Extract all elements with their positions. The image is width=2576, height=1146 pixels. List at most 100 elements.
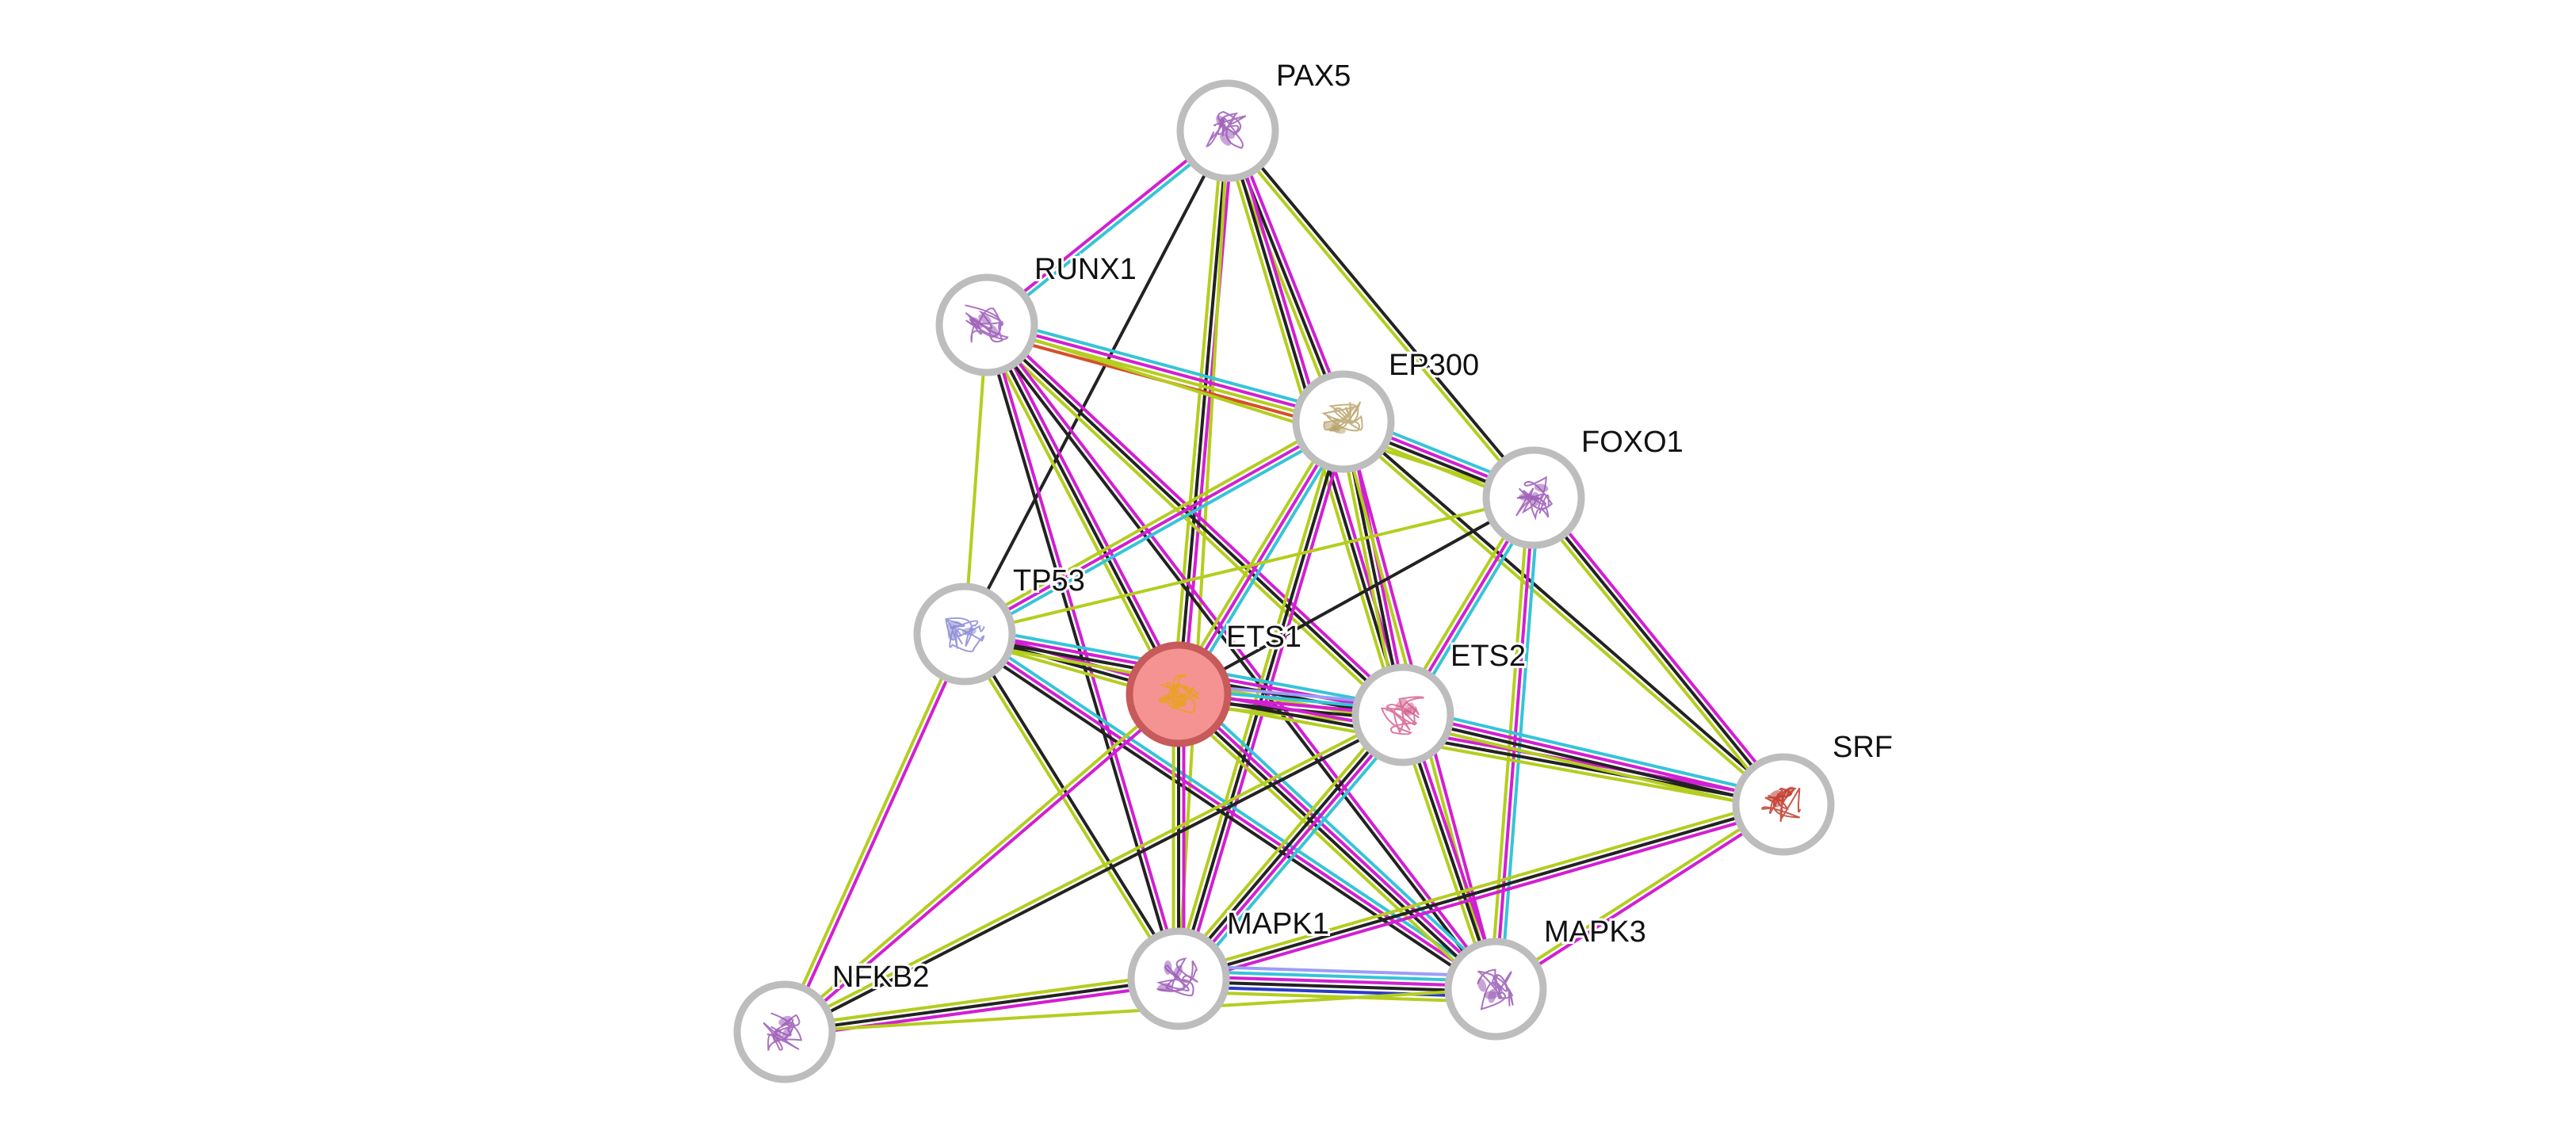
edge-tp53-nfkb2[interactable] [781, 631, 969, 1035]
edge-foxo1-srf[interactable] [1527, 492, 1790, 810]
edge-line-textmining [1175, 697, 1784, 812]
node-label-mapk1: MAPK1 [1227, 907, 1329, 941]
edge-line-coexpression [963, 129, 1229, 636]
edge-line-database [987, 131, 1232, 329]
protein-structure-icon [1321, 401, 1363, 434]
node-label-ep300: EP300 [1389, 349, 1479, 382]
node-mapk1[interactable]: MAPK1 [1127, 905, 1332, 1030]
edge-ets1-nfkb2[interactable] [781, 690, 1183, 1036]
edge-foxo1-ets1[interactable] [1177, 496, 1535, 696]
edge-line-experiments [1401, 710, 1786, 804]
edge-line-cooccurrence [1176, 984, 1497, 999]
edge-ets2-srf[interactable] [1399, 705, 1787, 814]
edge-line-experiments [987, 322, 1500, 990]
edge-line-textmining [781, 631, 965, 1033]
node-label-tp53: TP53 [1013, 564, 1085, 598]
edge-ep300-srf[interactable] [1340, 418, 1787, 808]
node-label-mapk3: MAPK3 [1544, 915, 1646, 949]
edge-line-textmining [963, 323, 988, 636]
node-ets2[interactable]: ETS2 [1351, 637, 1528, 766]
edge-line-coexpression [1532, 496, 1785, 806]
edge-pax5-ets1[interactable] [1171, 128, 1235, 697]
edge-line-coexpression [1228, 127, 1538, 498]
edge-line-textmining [1171, 128, 1225, 696]
edge-line-coexpression [783, 977, 1180, 1033]
edge-line-textmining [1399, 720, 1783, 814]
edge-runx1-ets2[interactable] [981, 319, 1408, 720]
node-srf[interactable]: SRF [1732, 728, 1895, 856]
edge-srf-mapk3[interactable] [1492, 800, 1787, 993]
edge-line-textmining [960, 415, 1343, 632]
edge-line-experiments [1536, 492, 1790, 803]
edge-pax5-mapk1[interactable] [1177, 129, 1229, 980]
edge-line-textmining [1176, 990, 1497, 1004]
edge-line-coexpression [1177, 496, 1535, 696]
edge-line-homology [1177, 964, 1498, 978]
edge-line-database [965, 424, 1348, 640]
edge-ets2-mapk1[interactable] [1171, 708, 1411, 986]
edge-line-coexpression [1177, 420, 1345, 980]
node-label-srf: SRF [1833, 731, 1893, 764]
node-tp53[interactable]: TP53 [913, 562, 1087, 686]
node-runx1[interactable]: RUNX1 [935, 250, 1139, 376]
node-mapk3[interactable]: MAPK3 [1444, 913, 1649, 1041]
edge-line-experiments [1179, 690, 1500, 989]
edge-line-experiments [1182, 129, 1235, 697]
protein-structure-icon [1761, 786, 1802, 823]
protein-structure-icon [1205, 111, 1247, 149]
edge-line-experiments [1178, 808, 1787, 986]
edge-runx1-mapk3[interactable] [983, 322, 1500, 992]
edge-foxo1-tp53[interactable] [963, 496, 1535, 636]
node-pax5[interactable]: PAX5 [1176, 57, 1353, 182]
edge-line-coexpression [784, 715, 1406, 1036]
edge-tp53-mapk3[interactable] [960, 628, 1500, 995]
edge-runx1-ep300[interactable] [983, 315, 1347, 431]
edge-line-textmining [1492, 800, 1784, 989]
edge-line-textmining [1340, 422, 1783, 808]
edge-line-database [1182, 686, 1503, 985]
edge-line-experiments [1177, 420, 1345, 696]
node-ets1[interactable]: ETS1 [1126, 618, 1304, 747]
protein-structure-icon [1157, 674, 1200, 713]
edge-runx1-tp53[interactable] [963, 323, 988, 636]
edge-pax5-foxo1[interactable] [1224, 127, 1538, 502]
edge-line-textmining [980, 325, 1176, 698]
edge-line-textmining [782, 972, 1180, 1029]
edge-line-experiments [988, 319, 1408, 713]
edge-line-database [1183, 718, 1411, 986]
protein-structure-icon [1156, 957, 1198, 997]
edge-line-experiments [785, 633, 969, 1035]
node-ep300[interactable]: EP300 [1292, 346, 1481, 473]
edge-ep300-tp53[interactable] [960, 415, 1348, 640]
node-nfkb2[interactable]: NFKB2 [733, 958, 931, 1083]
edge-line-coexpression [1343, 418, 1787, 804]
edge-line-experiments [1178, 687, 1787, 801]
edge-ets2-nfkb2[interactable] [782, 711, 1406, 1036]
edge-line-textmining [1171, 418, 1340, 980]
edge-line-textmining [963, 496, 1535, 636]
node-foxo1[interactable]: FOXO1 [1482, 423, 1686, 549]
edge-line-database [1403, 705, 1787, 799]
edge-pax5-tp53[interactable] [963, 129, 1229, 636]
node-label-runx1: RUNX1 [1034, 253, 1137, 286]
edge-runx1-ets1[interactable] [980, 321, 1185, 698]
node-circle [935, 273, 1038, 376]
edge-line-textmining [1527, 499, 1781, 810]
edge-ets1-mapk3[interactable] [1171, 686, 1503, 997]
node-label-ets2: ETS2 [1450, 640, 1526, 673]
edge-srf-mapk1[interactable] [1175, 797, 1787, 986]
edge-mapk1-mapk3[interactable] [1176, 964, 1498, 1004]
edge-line-experiments [963, 632, 1497, 991]
edge-line-coexpression [1176, 980, 1497, 994]
edge-line-experiments [985, 320, 1346, 421]
edge-pax5-runx1[interactable] [983, 127, 1232, 329]
edges-layer [781, 127, 1790, 1039]
edge-tp53-mapk1[interactable] [961, 631, 1183, 982]
edge-line-coexpression [1177, 803, 1785, 980]
edge-line-experiments [983, 127, 1228, 325]
edge-line-coexpression [985, 323, 1180, 696]
edge-line-database [1177, 969, 1498, 984]
edge-line-textmining [1177, 129, 1229, 980]
edge-ets1-srf[interactable] [1175, 687, 1787, 812]
